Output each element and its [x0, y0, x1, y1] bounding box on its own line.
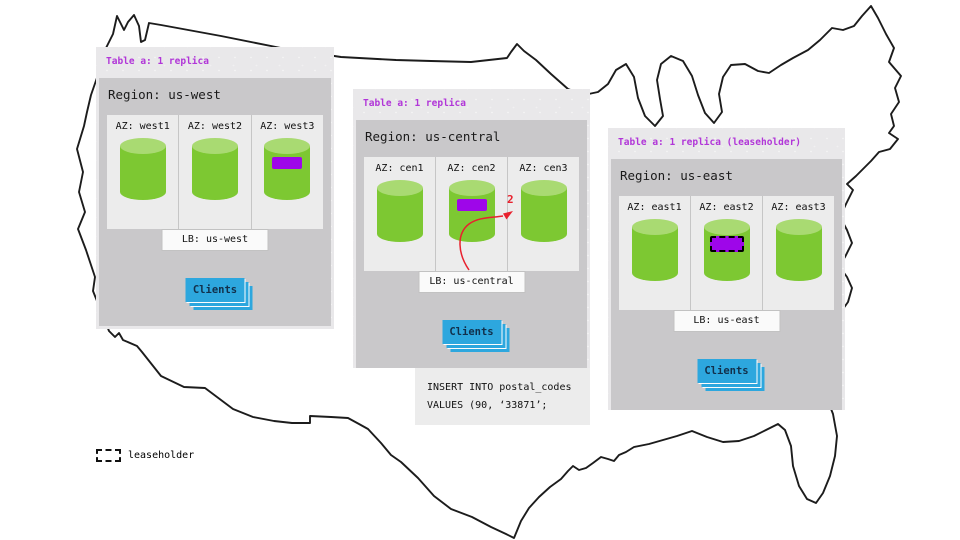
load-balancer-us-east: LB: us-east — [673, 310, 780, 332]
az-row: AZ: cen1 AZ: cen2 AZ: cen3 — [364, 157, 579, 271]
leaseholder-swatch — [96, 449, 121, 462]
az-label: AZ: east1 — [627, 202, 682, 213]
database-cylinder — [775, 219, 822, 281]
cylinder-top — [775, 219, 822, 235]
clients-button[interactable]: Clients — [185, 278, 245, 302]
database-cylinder — [703, 219, 750, 281]
region-box-us-west: Region: us-west AZ: west1 AZ: west2 AZ: … — [99, 78, 331, 326]
az-label: AZ: west3 — [260, 121, 315, 132]
az-row: AZ: east1 AZ: east2 AZ: east3 — [619, 196, 834, 310]
az-east1: AZ: east1 — [619, 196, 691, 310]
az-west1: AZ: west1 — [107, 115, 180, 229]
sql-annotation-box: INSERT INTO postal_codes VALUES (90, ‘33… — [415, 368, 590, 425]
cylinder-body — [119, 146, 166, 200]
az-label: AZ: east2 — [699, 202, 754, 213]
table-replica-label: Table a: 1 replica — [363, 98, 466, 109]
panel-us-west: Table a: 1 replica Region: us-west AZ: w… — [96, 47, 334, 329]
cylinder-body — [631, 227, 678, 281]
sql-line-2: VALUES (90, ‘33871’; — [427, 400, 548, 411]
database-cylinder — [520, 180, 567, 242]
panel-us-east: Table a: 1 replica (leaseholder) Region:… — [608, 128, 845, 410]
database-cylinder — [191, 138, 238, 200]
az-label: AZ: west1 — [115, 121, 170, 132]
cylinder-body — [775, 227, 822, 281]
az-label: AZ: cen2 — [447, 163, 496, 174]
legend-label: leaseholder — [128, 450, 195, 461]
clients-button[interactable]: Clients — [442, 320, 501, 344]
region-box-us-east: Region: us-east AZ: east1 AZ: east2 AZ: … — [611, 159, 842, 410]
cylinder-top — [448, 180, 495, 196]
panel-header: Table a: 1 replica — [353, 89, 590, 120]
cylinder-body — [376, 188, 423, 242]
region-title: Region: us-west — [108, 87, 221, 102]
az-cen2: AZ: cen2 — [436, 157, 508, 271]
az-label: AZ: west2 — [187, 121, 243, 132]
az-east3: AZ: east3 — [763, 196, 834, 310]
az-east2: AZ: east2 — [691, 196, 763, 310]
cylinder-top — [703, 219, 750, 235]
cylinder-top — [376, 180, 423, 196]
legend: leaseholder — [96, 449, 194, 462]
az-west2: AZ: west2 — [179, 115, 252, 229]
clients-button[interactable]: Clients — [697, 359, 756, 383]
az-label: AZ: cen1 — [375, 163, 424, 174]
region-box-us-central: Region: us-central AZ: cen1 AZ: cen2 AZ:… — [356, 120, 587, 368]
az-west3: AZ: west3 — [252, 115, 323, 229]
cylinder-top — [119, 138, 166, 154]
cylinder-top — [191, 138, 238, 154]
panel-header: Table a: 1 replica (leaseholder) — [608, 128, 845, 159]
load-balancer-us-west: LB: us-west — [161, 229, 269, 251]
database-cylinder — [376, 180, 423, 242]
load-balancer-us-central: LB: us-central — [418, 271, 525, 293]
replica-range — [272, 157, 303, 169]
panel-header: Table a: 1 replica — [96, 47, 334, 78]
cylinder-top — [520, 180, 567, 196]
cylinder-body — [264, 146, 311, 200]
cylinder-body — [448, 188, 495, 242]
table-replica-leaseholder-label: Table a: 1 replica (leaseholder) — [618, 137, 802, 148]
database-cylinder — [631, 219, 678, 281]
region-title: Region: us-east — [620, 168, 733, 183]
az-cen3: AZ: cen3 — [508, 157, 579, 271]
leaseholder-range — [709, 236, 744, 252]
database-cylinder — [264, 138, 311, 200]
az-row: AZ: west1 AZ: west2 AZ: west3 — [107, 115, 323, 229]
region-title: Region: us-central — [365, 129, 501, 144]
az-cen1: AZ: cen1 — [364, 157, 436, 271]
cylinder-body — [520, 188, 567, 242]
database-cylinder — [119, 138, 166, 200]
database-cylinder — [448, 180, 495, 242]
az-label: AZ: east3 — [771, 202, 826, 213]
table-replica-label: Table a: 1 replica — [106, 56, 209, 67]
sql-line-1: INSERT INTO postal_codes — [427, 382, 572, 393]
panel-us-central: Table a: 1 replica Region: us-central AZ… — [353, 89, 590, 368]
cylinder-top — [631, 219, 678, 235]
step-number: 2 — [507, 193, 514, 206]
cylinder-top — [264, 138, 311, 154]
insert-arrow: 2 — [459, 193, 514, 271]
replica-range — [456, 199, 487, 211]
az-label: AZ: cen3 — [519, 163, 568, 174]
cylinder-body — [191, 146, 238, 200]
